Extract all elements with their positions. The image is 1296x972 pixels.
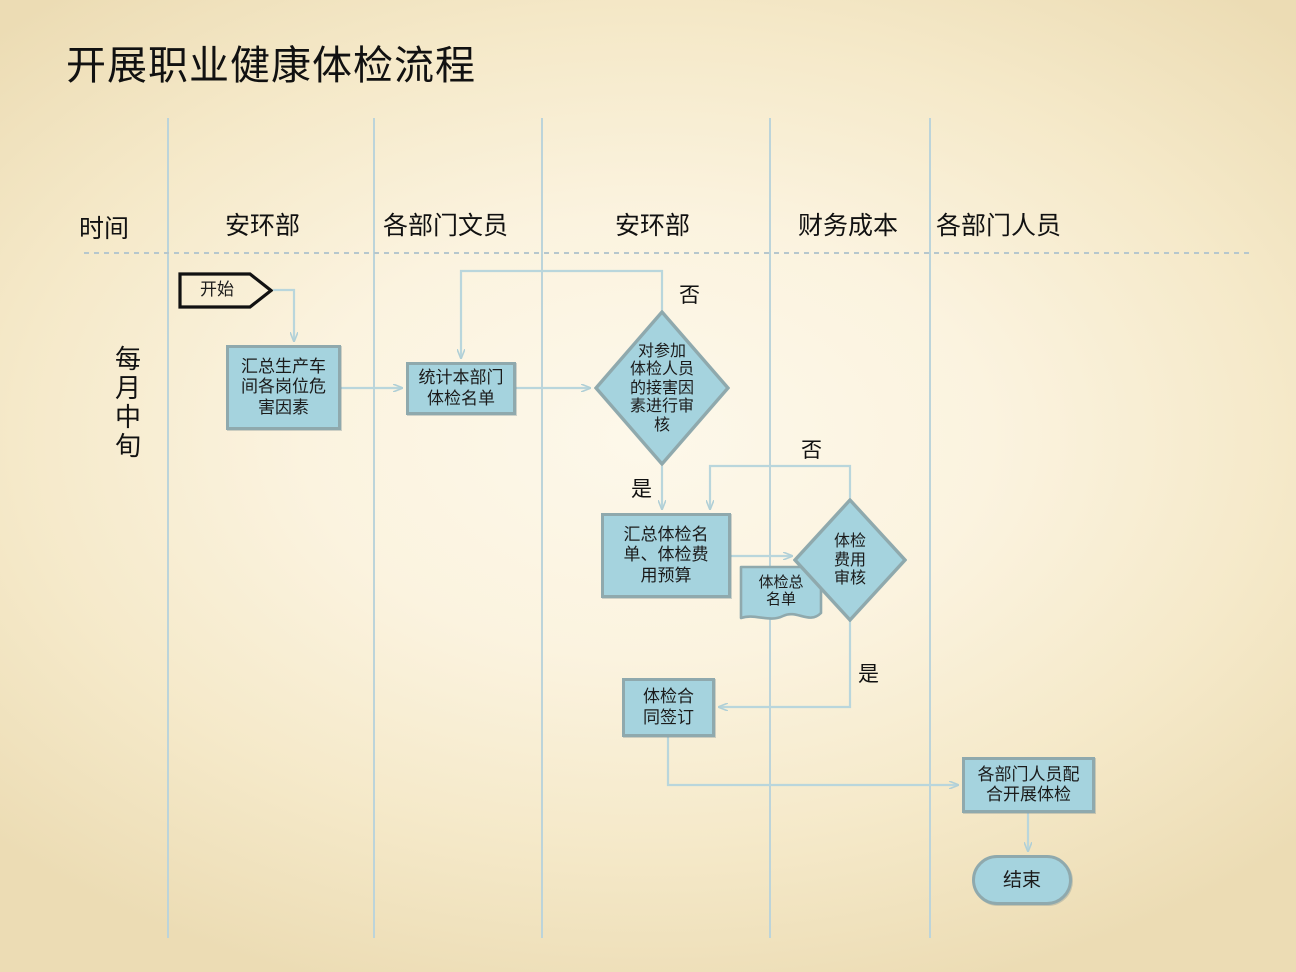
- node-end-label: 结束: [1002, 868, 1041, 891]
- node-p3-line-2: 用预算: [640, 565, 692, 586]
- node-p4-line-1: 同签订: [643, 707, 694, 728]
- start-shape: [178, 272, 274, 309]
- lane-header-anhuanbu-1-label: 安环部: [225, 211, 301, 240]
- lane-header-anhuanbu-2: 安环部: [615, 206, 690, 242]
- node-p5-line-1: 合开展体检: [986, 785, 1071, 805]
- branch-label-no-2: 否: [801, 434, 822, 464]
- branch-label-yes-2: 是: [858, 658, 879, 688]
- node-decision-review-hazard-exposure[interactable]: 对参加 体检人员 的接害因 素进行审 核: [593, 309, 731, 467]
- node-p3-line-1: 单、体检费: [623, 545, 709, 566]
- branch-label-no-1: 否: [679, 279, 700, 309]
- lane-header-caiwu-chengben: 财务成本: [798, 206, 898, 242]
- flow-connectors: [273, 269, 1028, 851]
- node-p2-line-0: 统计本部门: [418, 368, 504, 389]
- node-start[interactable]: 开始: [178, 272, 274, 309]
- node-p5-text: 各部门人员配 合开展体检: [978, 765, 1080, 805]
- time-char-0: 每: [114, 345, 141, 375]
- node-p1-text: 汇总生产车 间各岗位危 害因素: [241, 357, 326, 417]
- lane-header-time-label: 时间: [79, 214, 130, 243]
- node-p2-text: 统计本部门 体检名单: [419, 368, 504, 408]
- lane-header-caiwu-chengben-label: 财务成本: [798, 211, 899, 240]
- lane-dividers: [167, 118, 931, 938]
- node-p4-text: 体检合 同签订: [643, 687, 694, 727]
- time-char-2: 中: [114, 403, 141, 434]
- node-p5-line-0: 各部门人员配: [977, 764, 1080, 785]
- node-departments-cooperate-exam[interactable]: 各部门人员配 合开展体检: [962, 757, 1095, 813]
- branch-label-no-2-text: 否: [801, 438, 822, 462]
- decision-2-shape: [792, 497, 908, 623]
- node-department-exam-list[interactable]: 统计本部门 体检名单: [406, 362, 516, 415]
- lane-header-bumen-wenyuan-label: 各部门文员: [383, 211, 509, 240]
- node-p4-line-0: 体检合: [643, 687, 694, 708]
- node-end[interactable]: 结束: [972, 855, 1072, 905]
- node-p1-line-2: 害因素: [258, 397, 309, 418]
- lane-header-anhuanbu-2-label: 安环部: [615, 211, 691, 240]
- document-shape: [739, 565, 823, 620]
- node-sign-exam-contract[interactable]: 体检合 同签订: [622, 678, 715, 737]
- lane-header-anhuanbu-1: 安环部: [225, 206, 300, 242]
- lane-header-bumen-renyuan: 各部门人员: [936, 206, 1061, 242]
- branch-label-no-1-text: 否: [679, 283, 700, 307]
- branch-label-yes-1: 是: [631, 473, 652, 503]
- branch-label-yes-2-text: 是: [858, 662, 879, 686]
- node-summarize-list-and-budget[interactable]: 汇总体检名 单、体检费 用预算: [601, 513, 731, 598]
- time-char-3: 旬: [114, 432, 141, 463]
- page-title: 开展职业健康体检流程: [66, 43, 476, 89]
- time-period-label: 每 月 中 旬: [105, 345, 151, 463]
- lane-header-time: 时间: [79, 209, 129, 245]
- node-summarize-hazard-factors[interactable]: 汇总生产车 间各岗位危 害因素: [226, 345, 341, 430]
- node-p3-line-0: 汇总体检名: [623, 525, 709, 546]
- branch-label-yes-1-text: 是: [631, 477, 652, 501]
- node-decision-exam-cost-review[interactable]: 体检 费用 审核: [792, 497, 908, 623]
- time-char-1: 月: [114, 374, 141, 405]
- node-p1-line-1: 间各岗位危: [241, 377, 326, 398]
- lane-header-bumen-renyuan-label: 各部门人员: [936, 211, 1062, 240]
- node-p3-text: 汇总体检名 单、体检费 用预算: [624, 525, 709, 585]
- lane-header-bumen-wenyuan: 各部门文员: [383, 206, 508, 242]
- decision-1-shape: [593, 309, 731, 467]
- node-p1-line-0: 汇总生产车: [241, 357, 326, 378]
- node-p2-line-1: 体检名单: [427, 388, 495, 409]
